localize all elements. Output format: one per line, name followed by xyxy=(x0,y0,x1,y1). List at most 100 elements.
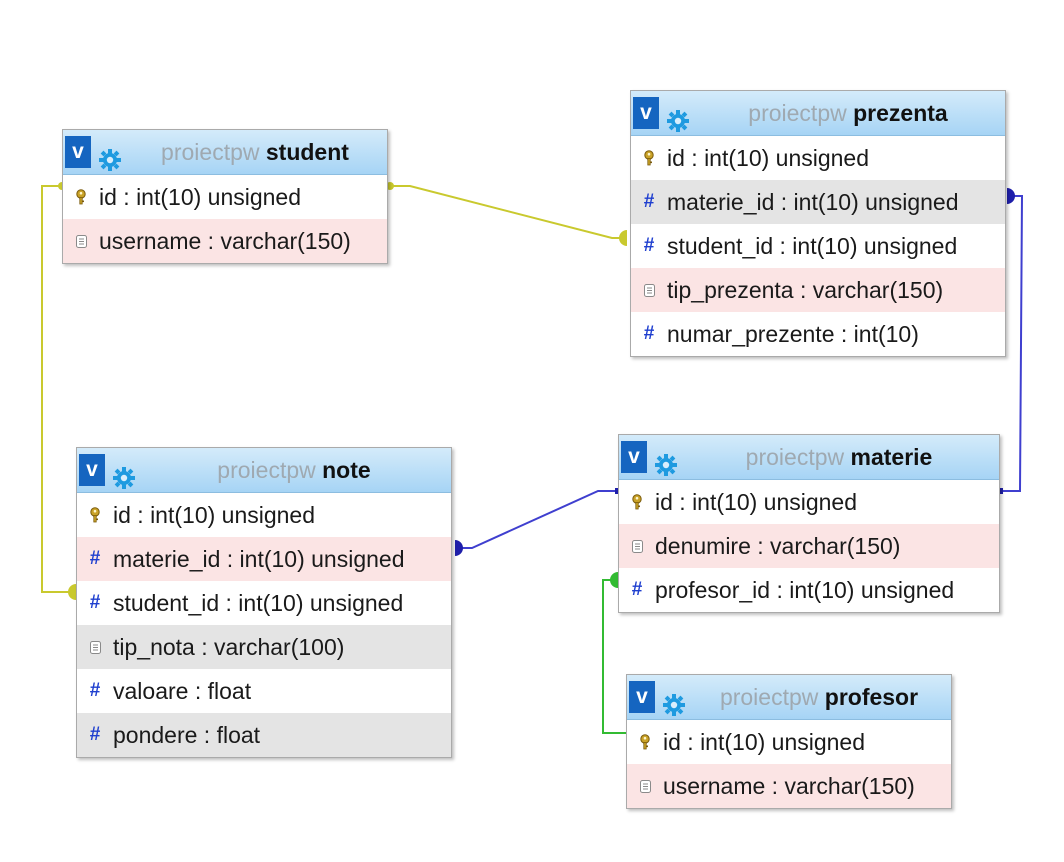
relation-student-note xyxy=(41,185,76,593)
field-row[interactable]: id : int(10) unsigned xyxy=(77,493,451,537)
field-label: username : varchar(150) xyxy=(663,773,915,799)
table-name: prezenta xyxy=(853,100,948,126)
field-label: materie_id : int(10) unsigned xyxy=(667,189,959,215)
field-label: username : varchar(150) xyxy=(99,228,351,254)
toggle-v-button[interactable]: v xyxy=(621,441,647,473)
field-row[interactable]: # materie_id : int(10) unsigned xyxy=(631,180,1005,224)
field-row[interactable]: # numar_prezente : int(10) xyxy=(631,312,1005,356)
table-name: student xyxy=(265,139,349,165)
primary-key-icon xyxy=(71,175,91,219)
field-row[interactable]: tip_nota : varchar(100) xyxy=(77,625,451,669)
hash-icon: # xyxy=(643,323,655,344)
table-title: proiectpw student xyxy=(129,130,381,174)
field-label: id : int(10) unsigned xyxy=(99,184,302,210)
database-name: proiectpw xyxy=(217,457,316,483)
primary-key-icon xyxy=(639,136,659,180)
field-label: id : int(10) unsigned xyxy=(667,145,870,171)
table-title: proiectpw profesor xyxy=(693,675,945,719)
field-label: valoare : float xyxy=(113,678,252,704)
relation-end-dot xyxy=(998,488,1003,494)
field-row[interactable]: id : int(10) unsigned xyxy=(63,175,387,219)
table-header[interactable]: v proiectpw prezenta xyxy=(631,91,1005,136)
relation-end-cap xyxy=(455,540,463,556)
field-row[interactable]: # valoare : float xyxy=(77,669,451,713)
text-field-icon xyxy=(627,524,647,568)
field-label: tip_nota : varchar(100) xyxy=(113,634,345,660)
field-row[interactable]: tip_prezenta : varchar(150) xyxy=(631,268,1005,312)
table-name: profesor xyxy=(824,684,919,710)
gear-icon[interactable] xyxy=(655,446,677,476)
field-label: tip_prezenta : varchar(150) xyxy=(667,277,944,303)
gear-icon[interactable] xyxy=(113,459,135,489)
hash-icon: # xyxy=(89,724,101,745)
field-label: id : int(10) unsigned xyxy=(663,729,866,755)
field-row[interactable]: # student_id : int(10) unsigned xyxy=(77,581,451,625)
field-row[interactable]: # profesor_id : int(10) unsigned xyxy=(619,568,999,612)
gear-icon[interactable] xyxy=(667,102,689,132)
toggle-v-button[interactable]: v xyxy=(79,454,105,486)
field-label: student_id : int(10) unsigned xyxy=(667,233,958,259)
gear-icon[interactable] xyxy=(663,686,685,716)
table-prezenta[interactable]: v proiectpw prezenta id : int(10) unsigned… xyxy=(630,90,1006,357)
relation-end-cap xyxy=(68,584,76,600)
table-title: proiectpw note xyxy=(143,448,445,492)
text-field-icon xyxy=(71,219,91,263)
field-label: pondere : float xyxy=(113,722,261,748)
hash-icon: # xyxy=(643,235,655,256)
table-header[interactable]: v proiectpw note xyxy=(77,448,451,493)
field-label: id : int(10) unsigned xyxy=(655,489,858,515)
table-materie[interactable]: v proiectpw materie id : int(10) unsigned d… xyxy=(618,434,1000,613)
relation-end-dot xyxy=(386,182,394,190)
field-label: denumire : varchar(150) xyxy=(655,533,901,559)
relation-end-cap xyxy=(610,572,618,588)
primary-key-icon xyxy=(627,480,647,524)
toggle-v-button[interactable]: v xyxy=(633,97,659,129)
field-row[interactable]: id : int(10) unsigned xyxy=(619,480,999,524)
field-row[interactable]: username : varchar(150) xyxy=(63,219,387,263)
primary-key-icon xyxy=(635,720,655,764)
text-field-icon xyxy=(635,764,655,808)
table-student[interactable]: v proiectpw student id : int(10) unsigned u… xyxy=(62,129,388,264)
hash-icon: # xyxy=(89,548,101,569)
field-row[interactable]: username : varchar(150) xyxy=(627,764,951,808)
field-row[interactable]: id : int(10) unsigned xyxy=(631,136,1005,180)
relation-end-dot xyxy=(615,488,620,494)
table-header[interactable]: v proiectpw profesor xyxy=(627,675,951,720)
relation-materie-note xyxy=(455,490,618,549)
table-title: proiectpw materie xyxy=(685,435,993,479)
gear-icon[interactable] xyxy=(99,141,121,171)
table-header[interactable]: v proiectpw materie xyxy=(619,435,999,480)
table-name: note xyxy=(322,457,371,483)
hash-icon: # xyxy=(631,579,643,600)
relation-end-cap xyxy=(1007,188,1015,204)
table-header[interactable]: v proiectpw student xyxy=(63,130,387,175)
database-name: proiectpw xyxy=(745,444,845,470)
field-label: profesor_id : int(10) unsigned xyxy=(655,577,955,603)
relation-end-cap xyxy=(619,230,627,246)
field-label: id : int(10) unsigned xyxy=(113,502,316,528)
hash-icon: # xyxy=(643,191,655,212)
field-label: student_id : int(10) unsigned xyxy=(113,590,404,616)
toggle-v-button[interactable]: v xyxy=(629,681,655,713)
field-row[interactable]: id : int(10) unsigned xyxy=(627,720,951,764)
field-row[interactable]: # pondere : float xyxy=(77,713,451,757)
field-label: numar_prezente : int(10) xyxy=(667,321,919,347)
relation-student-prezenta xyxy=(390,185,627,239)
toggle-v-button[interactable]: v xyxy=(65,136,91,168)
field-row[interactable]: denumire : varchar(150) xyxy=(619,524,999,568)
field-row[interactable]: # materie_id : int(10) unsigned xyxy=(77,537,451,581)
field-label: materie_id : int(10) unsigned xyxy=(113,546,405,572)
text-field-icon xyxy=(639,268,659,312)
database-name: proiectpw xyxy=(748,100,847,126)
table-title: proiectpw prezenta xyxy=(697,91,999,135)
primary-key-icon xyxy=(85,493,105,537)
text-field-icon xyxy=(85,625,105,669)
field-row[interactable]: # student_id : int(10) unsigned xyxy=(631,224,1005,268)
database-name: proiectpw xyxy=(719,684,819,710)
table-profesor[interactable]: v proiectpw profesor id : int(10) unsigned… xyxy=(626,674,952,809)
table-name: materie xyxy=(850,444,933,470)
hash-icon: # xyxy=(89,680,101,701)
hash-icon: # xyxy=(89,592,101,613)
